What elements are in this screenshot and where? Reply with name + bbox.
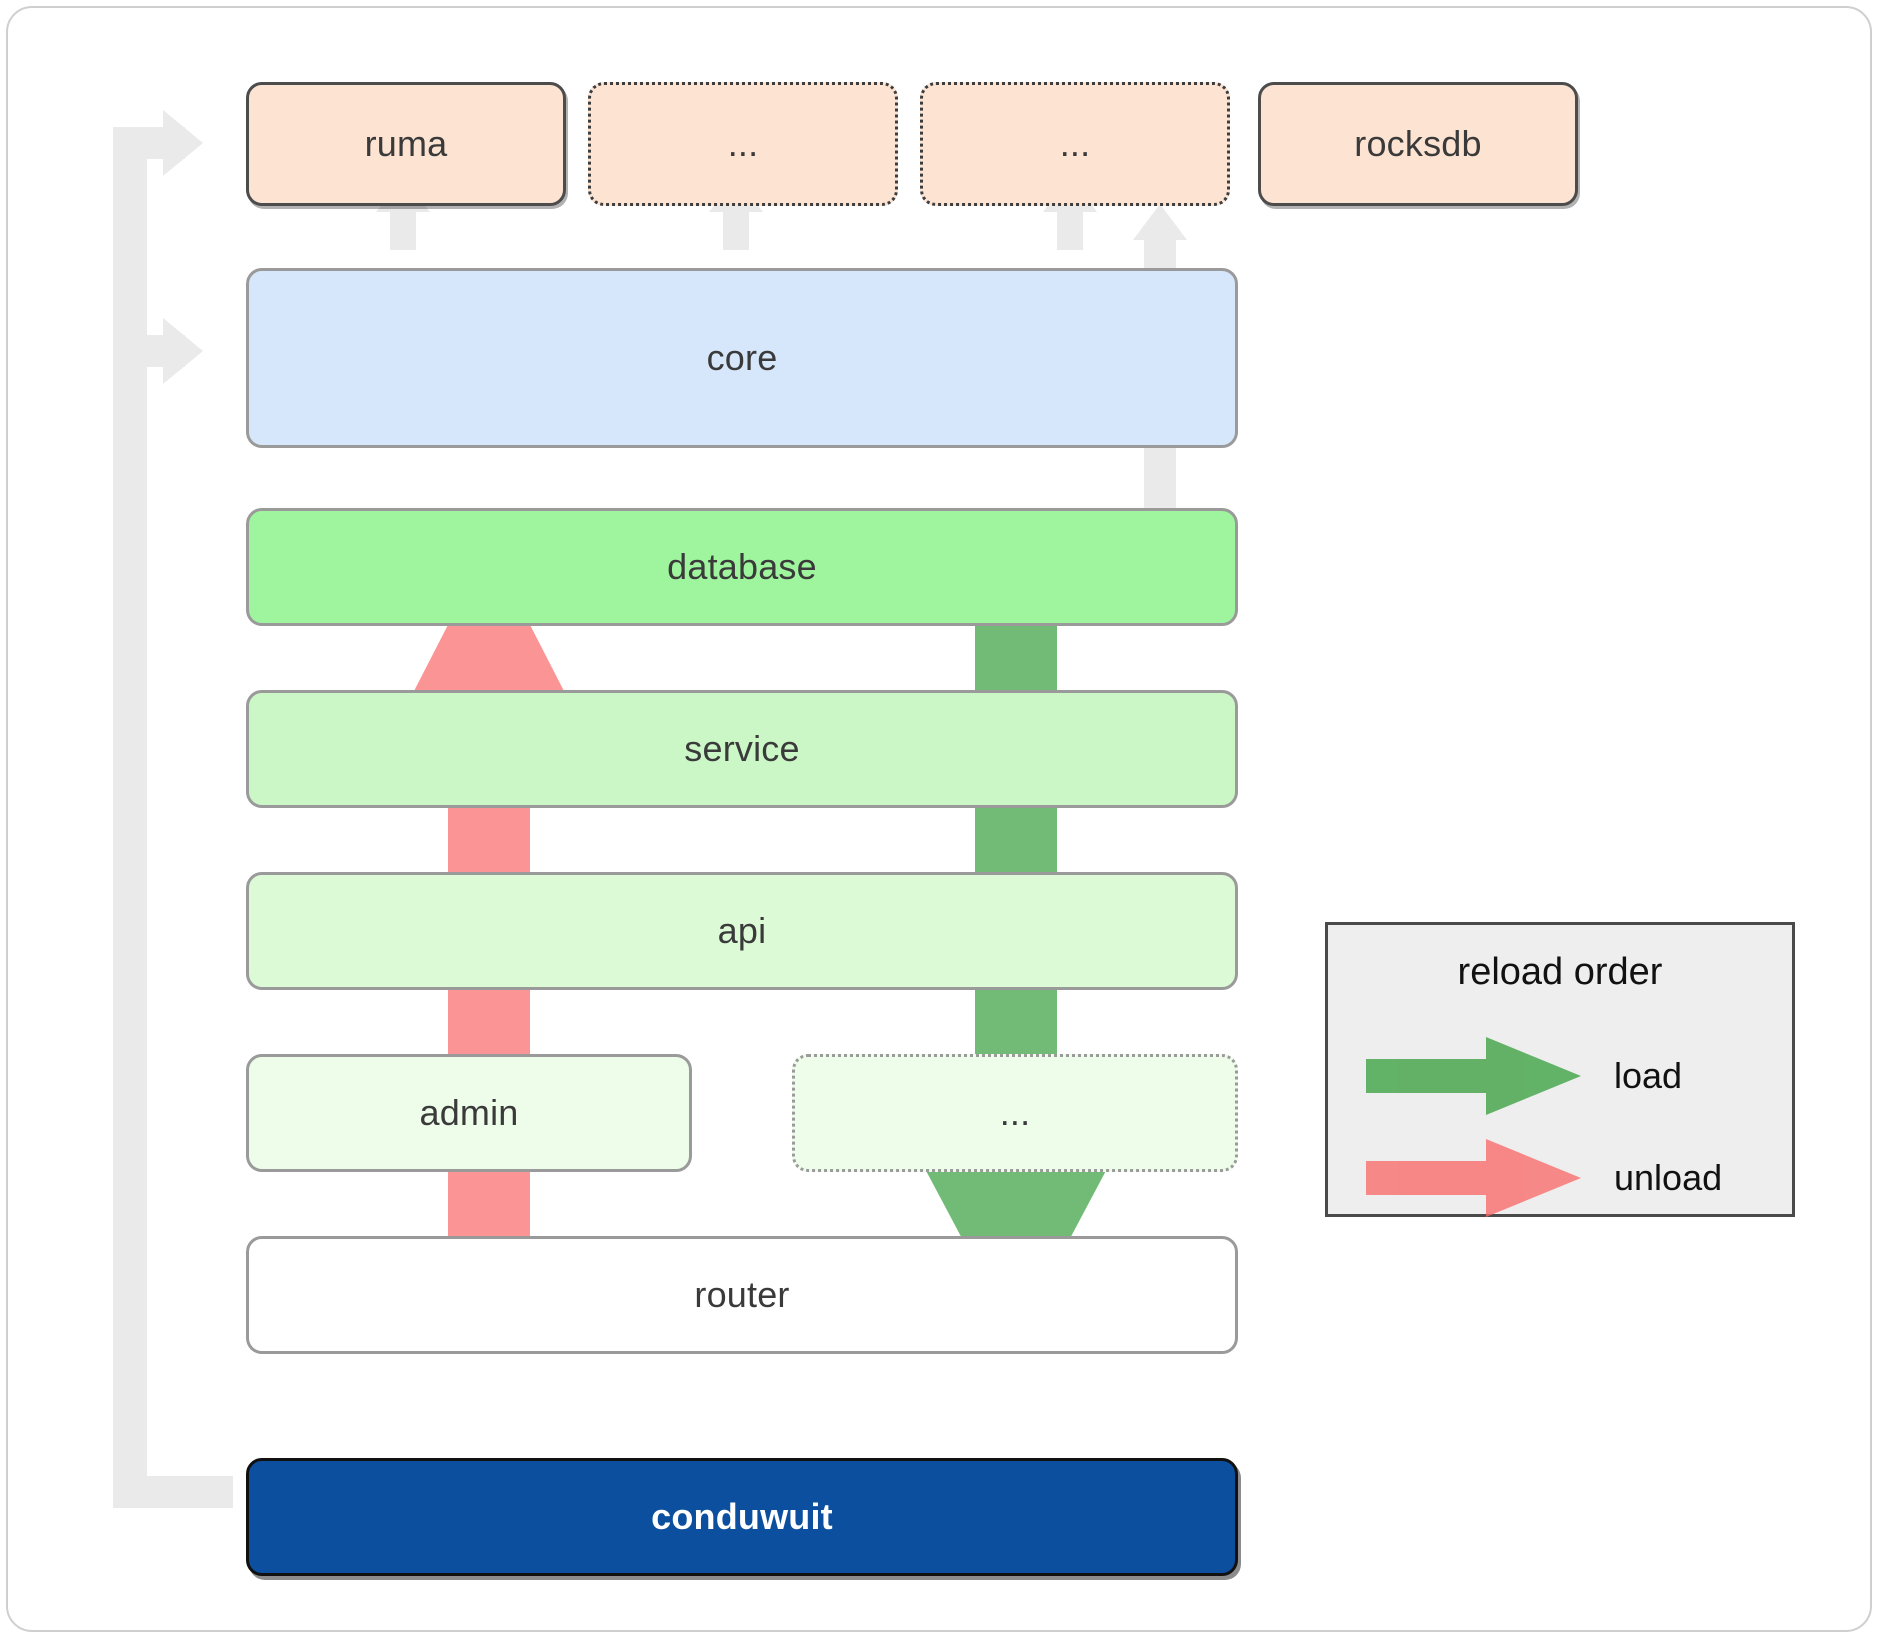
layer-database[interactable]: database bbox=[246, 508, 1238, 626]
crate-dots-2-label: ... bbox=[1059, 123, 1091, 164]
layer-router-label: router bbox=[694, 1274, 790, 1315]
legend-item-unload-label: unload bbox=[1614, 1157, 1723, 1198]
legend-item-load-label: load bbox=[1614, 1055, 1683, 1096]
connector-to-core-arrowhead bbox=[163, 318, 203, 384]
legend-title: reload order bbox=[1457, 951, 1663, 993]
layer-database-label: database bbox=[667, 546, 817, 587]
crate-rocksdb-label: rocksdb bbox=[1354, 123, 1482, 164]
layer-api[interactable]: api bbox=[246, 872, 1238, 990]
crate-ruma-label: ruma bbox=[364, 123, 448, 164]
layer-dots-3-label: ... bbox=[999, 1092, 1031, 1133]
connector-rocksdb-arrowhead bbox=[1133, 204, 1187, 240]
layer-core[interactable]: core bbox=[246, 268, 1238, 448]
load-legend-arrow-icon bbox=[1366, 1037, 1581, 1115]
layer-core-label: core bbox=[706, 337, 778, 378]
layer-dots-3[interactable]: ... bbox=[792, 1054, 1238, 1172]
legend-item-unload: unload bbox=[1366, 1135, 1766, 1221]
node-conduwuit[interactable]: conduwuit bbox=[246, 1458, 1238, 1576]
unload-legend-arrow-icon bbox=[1366, 1139, 1581, 1217]
layer-api-label: api bbox=[717, 910, 767, 951]
layer-router[interactable]: router bbox=[246, 1236, 1238, 1354]
crate-dots-2[interactable]: ... bbox=[920, 82, 1230, 206]
crate-ruma[interactable]: ruma bbox=[246, 82, 566, 206]
connector-to-ruma-arrowhead bbox=[163, 110, 203, 176]
layer-service[interactable]: service bbox=[246, 690, 1238, 808]
node-conduwuit-label: conduwuit bbox=[651, 1496, 833, 1537]
diagram-frame bbox=[6, 6, 1872, 1632]
legend-item-load: load bbox=[1366, 1033, 1766, 1119]
layer-admin-label: admin bbox=[419, 1092, 519, 1133]
crate-dots-1[interactable]: ... bbox=[588, 82, 898, 206]
layer-admin[interactable]: admin bbox=[246, 1054, 692, 1172]
connector-from-conduwuit bbox=[113, 1476, 233, 1508]
crate-dots-1-label: ... bbox=[727, 123, 759, 164]
crate-rocksdb[interactable]: rocksdb bbox=[1258, 82, 1578, 206]
layer-service-label: service bbox=[684, 728, 800, 769]
legend-reload-order: reload order load unload bbox=[1325, 922, 1795, 1217]
